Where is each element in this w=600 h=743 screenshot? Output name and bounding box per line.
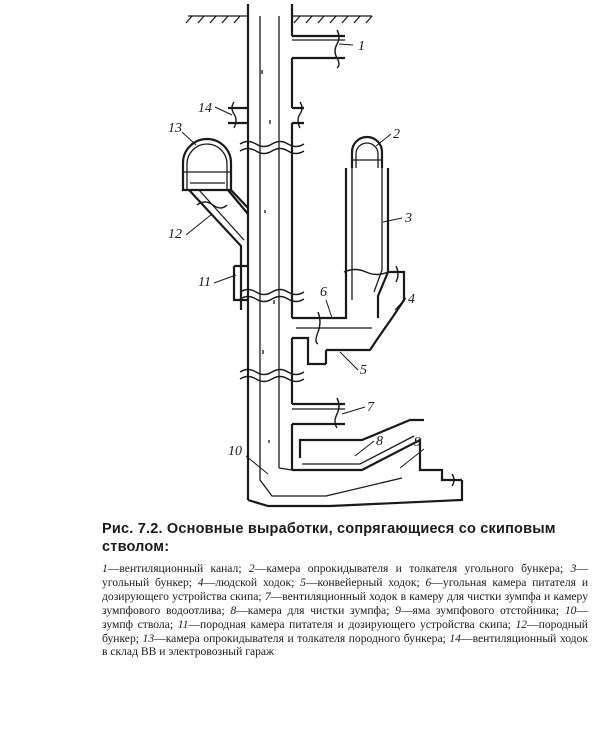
label-3: 3 [404,211,412,226]
mine-shaft-diagram: 1 2 3 4 5 6 7 8 9 10 11 12 13 14 [168,4,464,508]
caption-legend: 1—вентиляционный канал; 2—камера опрокид… [102,562,588,659]
legend-number: 12 [515,617,528,631]
legend-item: 12—породный бункер; [102,617,588,645]
label-7: 7 [367,400,375,415]
legend-number: 10 [564,603,577,617]
caption-title: Рис. 7.2. Основные выработки, сопрягающи… [102,521,556,555]
rock-bunker [188,189,249,310]
legend-item: 8—камера для чистки зумпфа; [230,603,396,617]
rock-tippler-chamber [181,137,233,192]
legend-text: зумпф ствола [102,617,170,631]
legend-number: 7 [264,589,271,603]
label-1: 1 [358,39,365,54]
skip-shaft [239,4,305,500]
legend-item: 3—угольный бункер; [102,562,588,589]
legend-item: 9—яма зумпфового отстойника; [395,603,565,617]
legend-text: вентиляционный канал [119,562,239,575]
legend-item: 13—камера опрокидывателя и толкателя пор… [142,631,450,645]
legend-number: 3 [570,562,577,575]
legend-text: яма зумпфового отстойника [412,603,556,617]
legend-text: породная камера питателя и дозирующего у… [200,617,508,631]
legend-item: 2—камера опрокидывателя и толкателя угол… [248,562,571,575]
legend-item: 5—конвейерный ходок; [300,575,426,589]
legend-number: 9 [395,603,401,617]
label-9: 9 [414,435,421,450]
ventilation-drift-sump [292,397,345,429]
figure-caption: Рис. 7.2. Основные выработки, сопрягающи… [102,520,588,659]
legend-item: 11—породная камера питателя и дозирующег… [177,617,516,631]
label-8: 8 [376,434,383,449]
legend-text: людской ходок [215,575,292,589]
callout-labels: 1 2 3 4 5 6 7 8 9 10 11 12 13 14 [168,39,425,475]
legend-number: 6 [425,575,432,589]
legend-text: камера опрокидывателя и толкателя породн… [165,631,443,645]
legend-number: 4 [197,575,204,589]
label-6: 6 [320,285,327,300]
ground-surface [185,15,373,24]
legend-text: камера для чистки зумпфа [247,603,387,617]
legend-text: вентиляционный ходок в склад ВВ и электр… [102,631,589,659]
legend-text: угольная камера питателя и дозирующего у… [102,575,589,603]
label-10: 10 [228,444,242,459]
coal-tippler-chamber [350,135,384,168]
ventilation-drift-explosives [228,101,304,129]
legend-number: 11 [177,617,189,631]
label-13: 13 [168,121,182,136]
legend-number: 13 [142,631,155,645]
legend-item: 14—вентиляционный ходок в склад ВВ и эле… [102,631,589,659]
coal-bunker [343,168,390,318]
legend-text: угольный бункер [102,575,189,589]
legend-item: 1—вентиляционный канал; [102,562,249,575]
legend-number: 5 [300,575,306,589]
legend-item: 6—угольная камера питателя и дозирующего… [102,575,589,603]
legend-number: 2 [248,562,255,575]
legend-number: 14 [449,631,461,645]
label-2: 2 [393,127,400,142]
legend-text: камера опрокидывателя и толкателя угольн… [266,562,561,575]
shaft-sump [247,467,464,508]
ventilation-canal [292,29,345,69]
coal-feeder-chamber [292,305,393,366]
legend-item: 7—вентиляционный ходок в камеру для чист… [102,589,589,617]
label-11: 11 [198,275,211,290]
label-12: 12 [168,227,182,242]
legend-text: породный бункер [102,617,588,645]
legend-item: 4—людской ходок; [197,575,301,589]
sump-cleaning-chamber [292,418,462,487]
manway [388,265,406,319]
legend-text: конвейерный ходок [317,575,417,589]
label-4: 4 [408,292,415,307]
label-14: 14 [198,101,212,116]
legend-text: вентиляционный ходок в камеру для чистки… [102,589,589,617]
label-5: 5 [360,363,367,378]
legend-item: 10—зумпф ствола; [102,603,589,631]
legend-number: 1 [102,562,108,575]
legend-number: 8 [230,603,237,617]
